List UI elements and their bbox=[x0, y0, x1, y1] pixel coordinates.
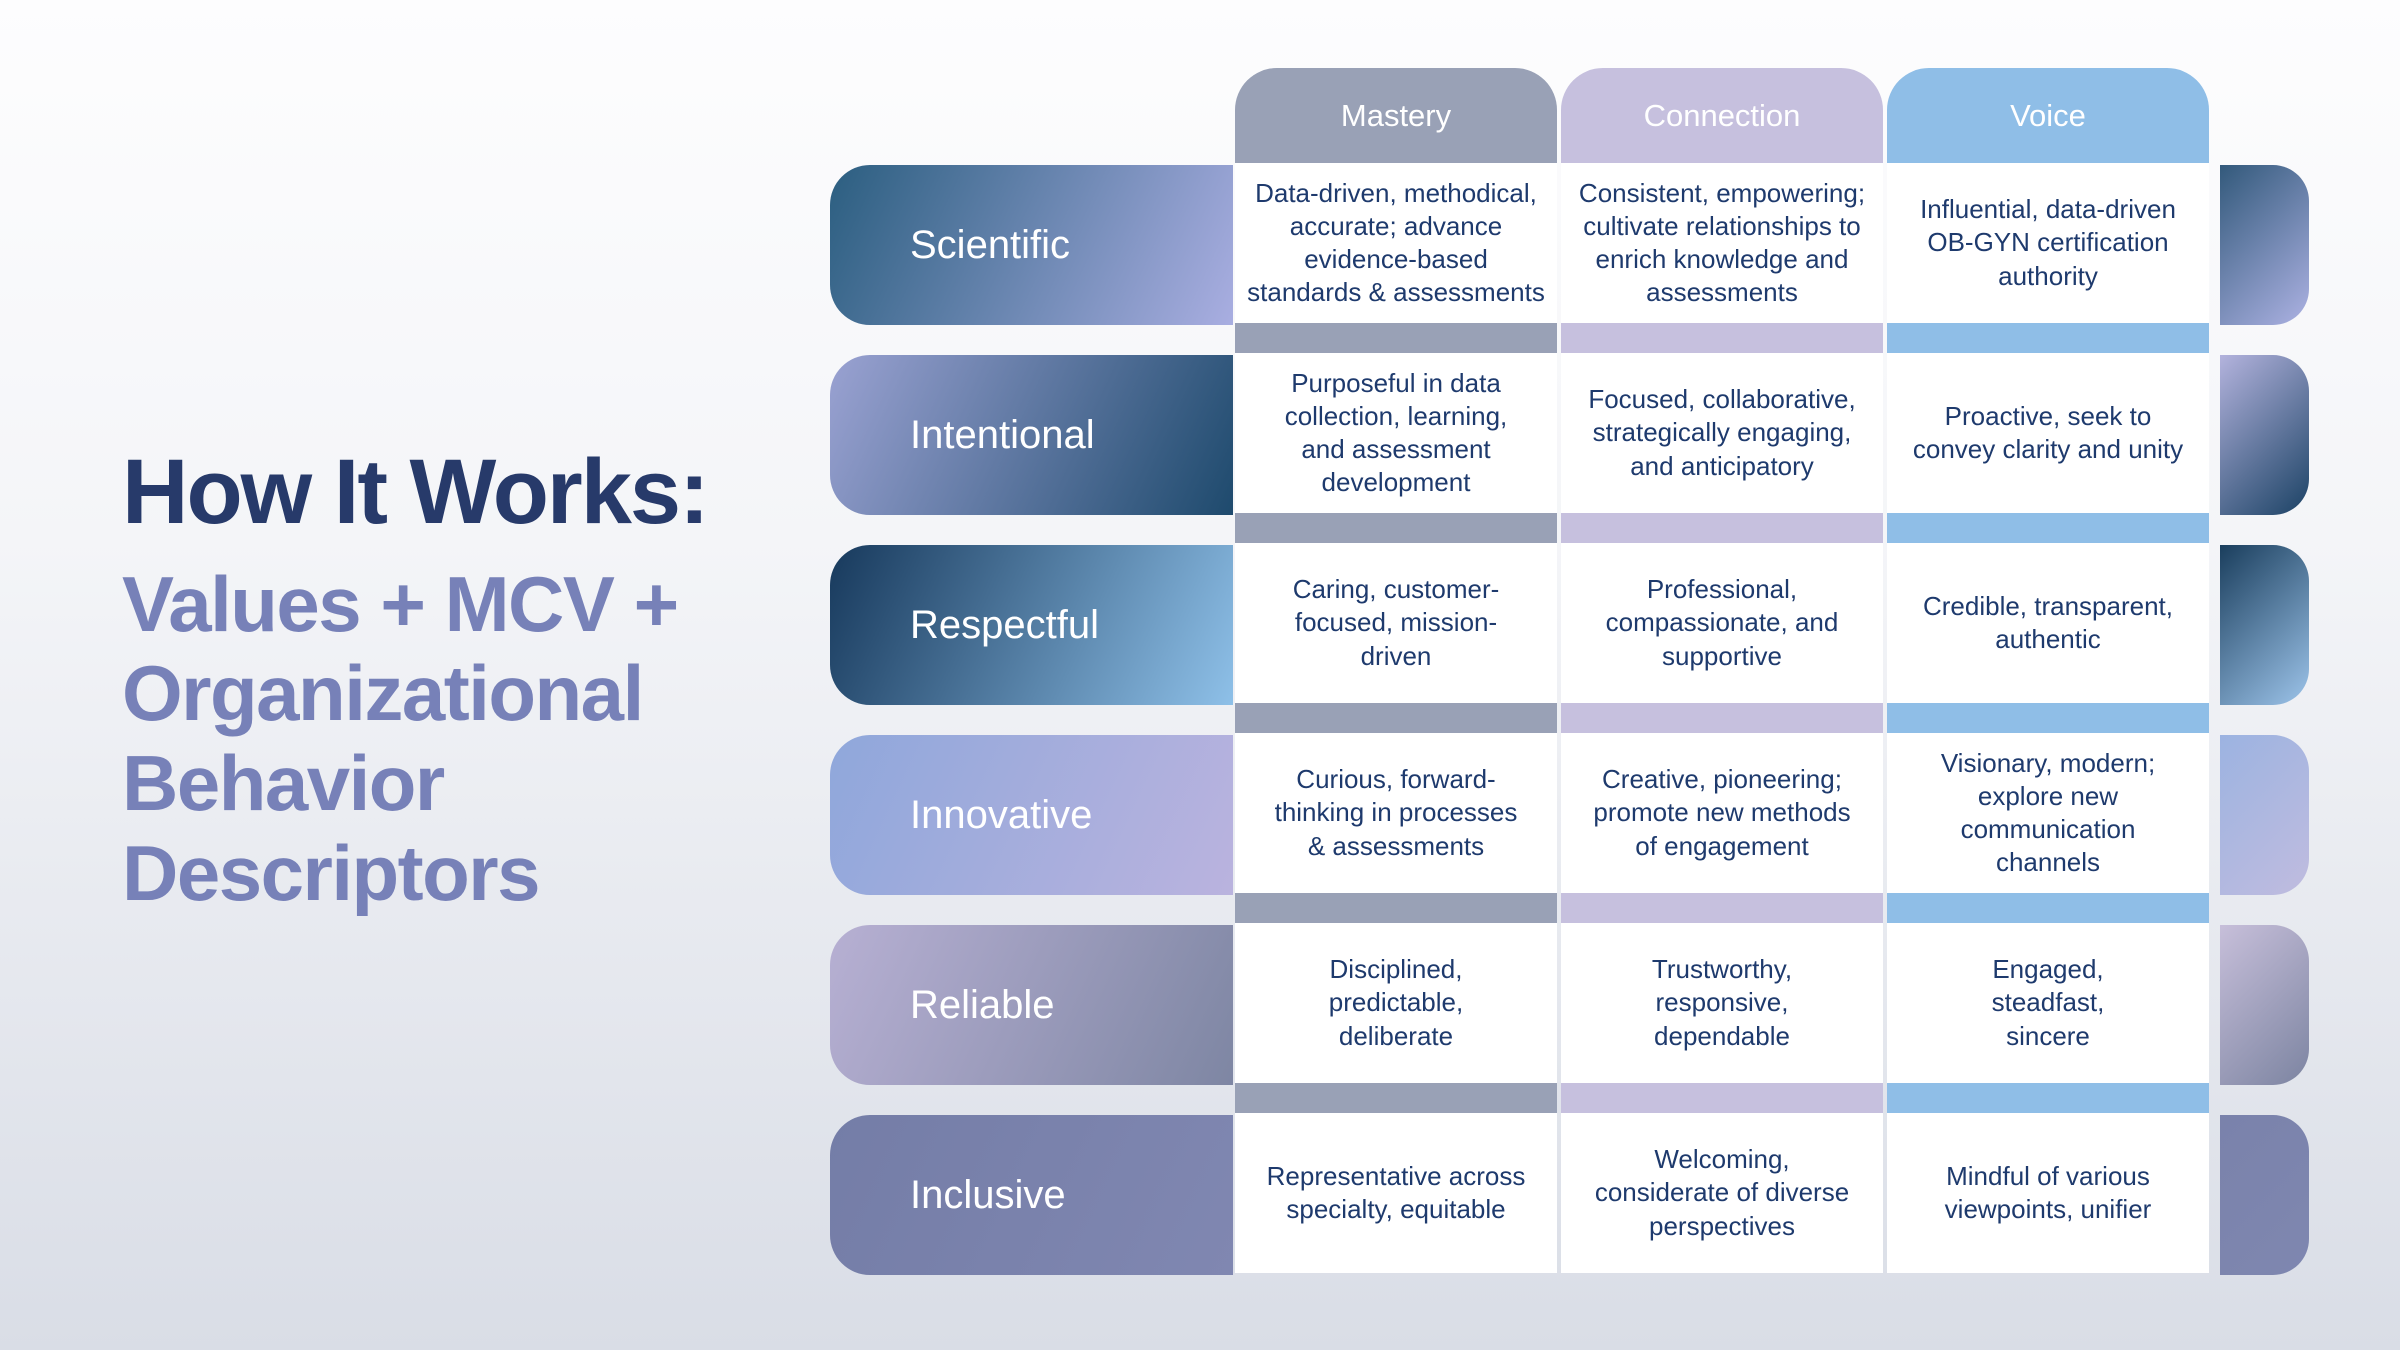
row-label-innovative: Innovative bbox=[830, 735, 1233, 895]
cell-innovative-mastery: Curious, forward- thinking in processes … bbox=[1235, 733, 1557, 893]
row-accent-inclusive bbox=[2220, 1115, 2309, 1275]
cell-inclusive-voice: Mindful of various viewpoints, unifier bbox=[1887, 1113, 2209, 1273]
cell-inclusive-mastery: Representative across specialty, equitab… bbox=[1235, 1113, 1557, 1273]
row-accent-reliable bbox=[2220, 925, 2309, 1085]
row-label-respectful: Respectful bbox=[830, 545, 1233, 705]
title-block: How It Works: Values + MCV + Organizatio… bbox=[122, 440, 782, 919]
page-subtitle: Values + MCV + Organizational Behavior D… bbox=[122, 559, 679, 917]
column-header-connection: Connection bbox=[1643, 97, 1801, 133]
cell-scientific-voice: Influential, data-driven OB-GYN certific… bbox=[1887, 163, 2209, 323]
row-accent-innovative bbox=[2220, 735, 2309, 895]
row-label-inclusive: Inclusive bbox=[830, 1115, 1233, 1275]
cell-reliable-connection: Trustworthy, responsive, dependable bbox=[1561, 923, 1883, 1083]
row-label-intentional: Intentional bbox=[830, 355, 1233, 515]
cell-reliable-voice: Engaged, steadfast, sincere bbox=[1887, 923, 2209, 1083]
cell-intentional-voice: Proactive, seek to convey clarity and un… bbox=[1887, 353, 2209, 513]
cell-respectful-connection: Professional, compassionate, and support… bbox=[1561, 543, 1883, 703]
column-connection: Connection Consistent, empowering; culti… bbox=[1561, 68, 1883, 1273]
cell-scientific-mastery: Data-driven, methodical, accurate; advan… bbox=[1235, 163, 1557, 323]
row-label-reliable: Reliable bbox=[830, 925, 1233, 1085]
right-accent-column bbox=[2220, 165, 2309, 1275]
cell-respectful-voice: Credible, transparent, authentic bbox=[1887, 543, 2209, 703]
column-header-voice: Voice bbox=[2010, 97, 2086, 133]
cell-innovative-voice: Visionary, modern; explore new communica… bbox=[1887, 733, 2209, 893]
cell-innovative-connection: Creative, pioneering; promote new method… bbox=[1561, 733, 1883, 893]
column-voice: Voice Influential, data-driven OB-GYN ce… bbox=[1887, 68, 2209, 1273]
column-mastery: Mastery Data-driven, methodical, accurat… bbox=[1235, 68, 1557, 1273]
row-accent-intentional bbox=[2220, 355, 2309, 515]
cell-reliable-mastery: Disciplined, predictable, deliberate bbox=[1235, 923, 1557, 1083]
row-accent-respectful bbox=[2220, 545, 2309, 705]
row-label-column: Scientific Intentional Respectful Innova… bbox=[830, 165, 1233, 1275]
column-header-mastery: Mastery bbox=[1340, 97, 1452, 133]
row-label-scientific: Scientific bbox=[830, 165, 1233, 325]
cell-intentional-connection: Focused, collaborative, strategically en… bbox=[1561, 353, 1883, 513]
cell-scientific-connection: Consistent, empowering; cultivate relati… bbox=[1561, 163, 1883, 323]
page-title: How It Works: bbox=[122, 441, 710, 543]
cell-respectful-mastery: Caring, customer- focused, mission- driv… bbox=[1235, 543, 1557, 703]
row-accent-scientific bbox=[2220, 165, 2309, 325]
cell-inclusive-connection: Welcoming, considerate of diverse perspe… bbox=[1561, 1113, 1883, 1273]
cell-intentional-mastery: Purposeful in data collection, learning,… bbox=[1235, 353, 1557, 513]
